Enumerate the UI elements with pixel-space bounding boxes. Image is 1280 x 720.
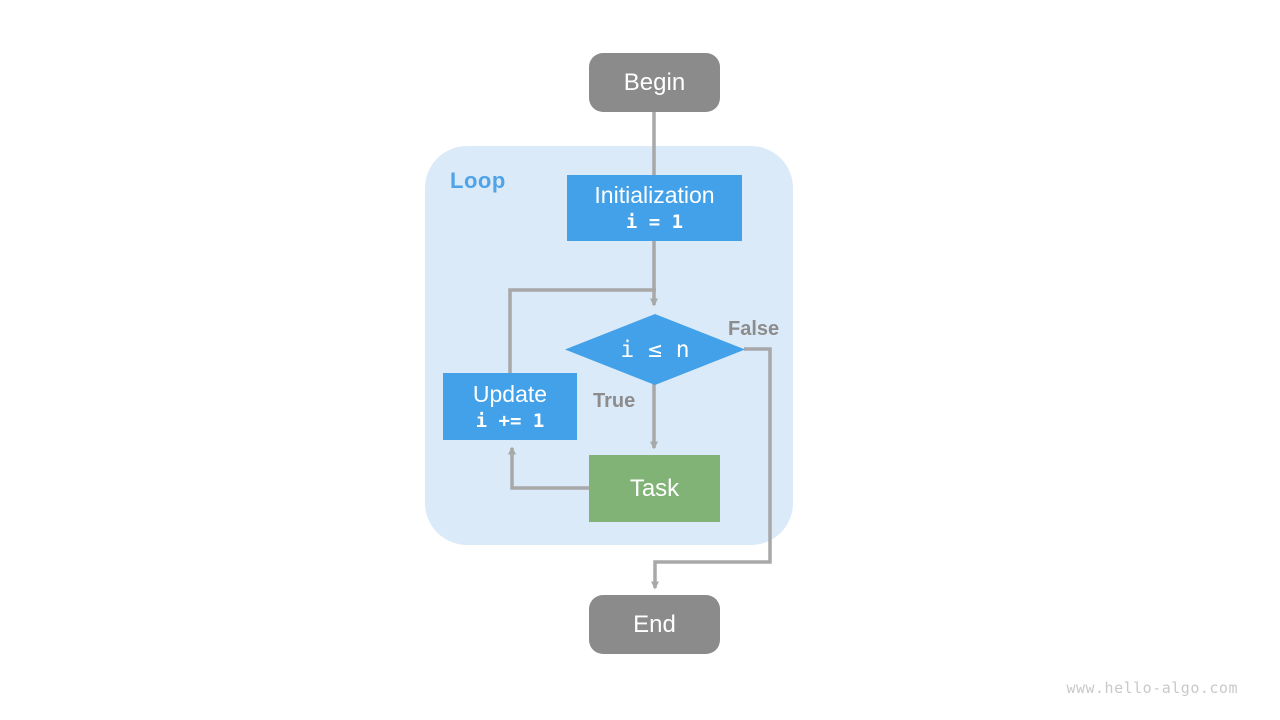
edge-label-true: True [593,390,636,412]
node-task-label: Task [629,474,680,502]
node-update-label: Update [472,380,548,407]
node-begin-label: Begin [623,68,686,96]
watermark-url: www.hello-algo.com [1066,679,1238,697]
node-condition-code: i ≤ n [620,336,690,363]
node-update: Update i += 1 [443,373,577,440]
node-task: Task [589,455,720,522]
node-end-label: End [633,610,676,638]
edge-label-false: False [728,318,780,340]
node-initialization: Initialization i = 1 [567,175,742,241]
node-begin: Begin [589,53,720,112]
loop-region-label: Loop [450,168,506,193]
node-initialization-code: i = 1 [625,211,684,234]
node-update-code: i += 1 [475,409,545,432]
node-initialization-label: Initialization [594,182,715,209]
node-end: End [589,595,720,654]
